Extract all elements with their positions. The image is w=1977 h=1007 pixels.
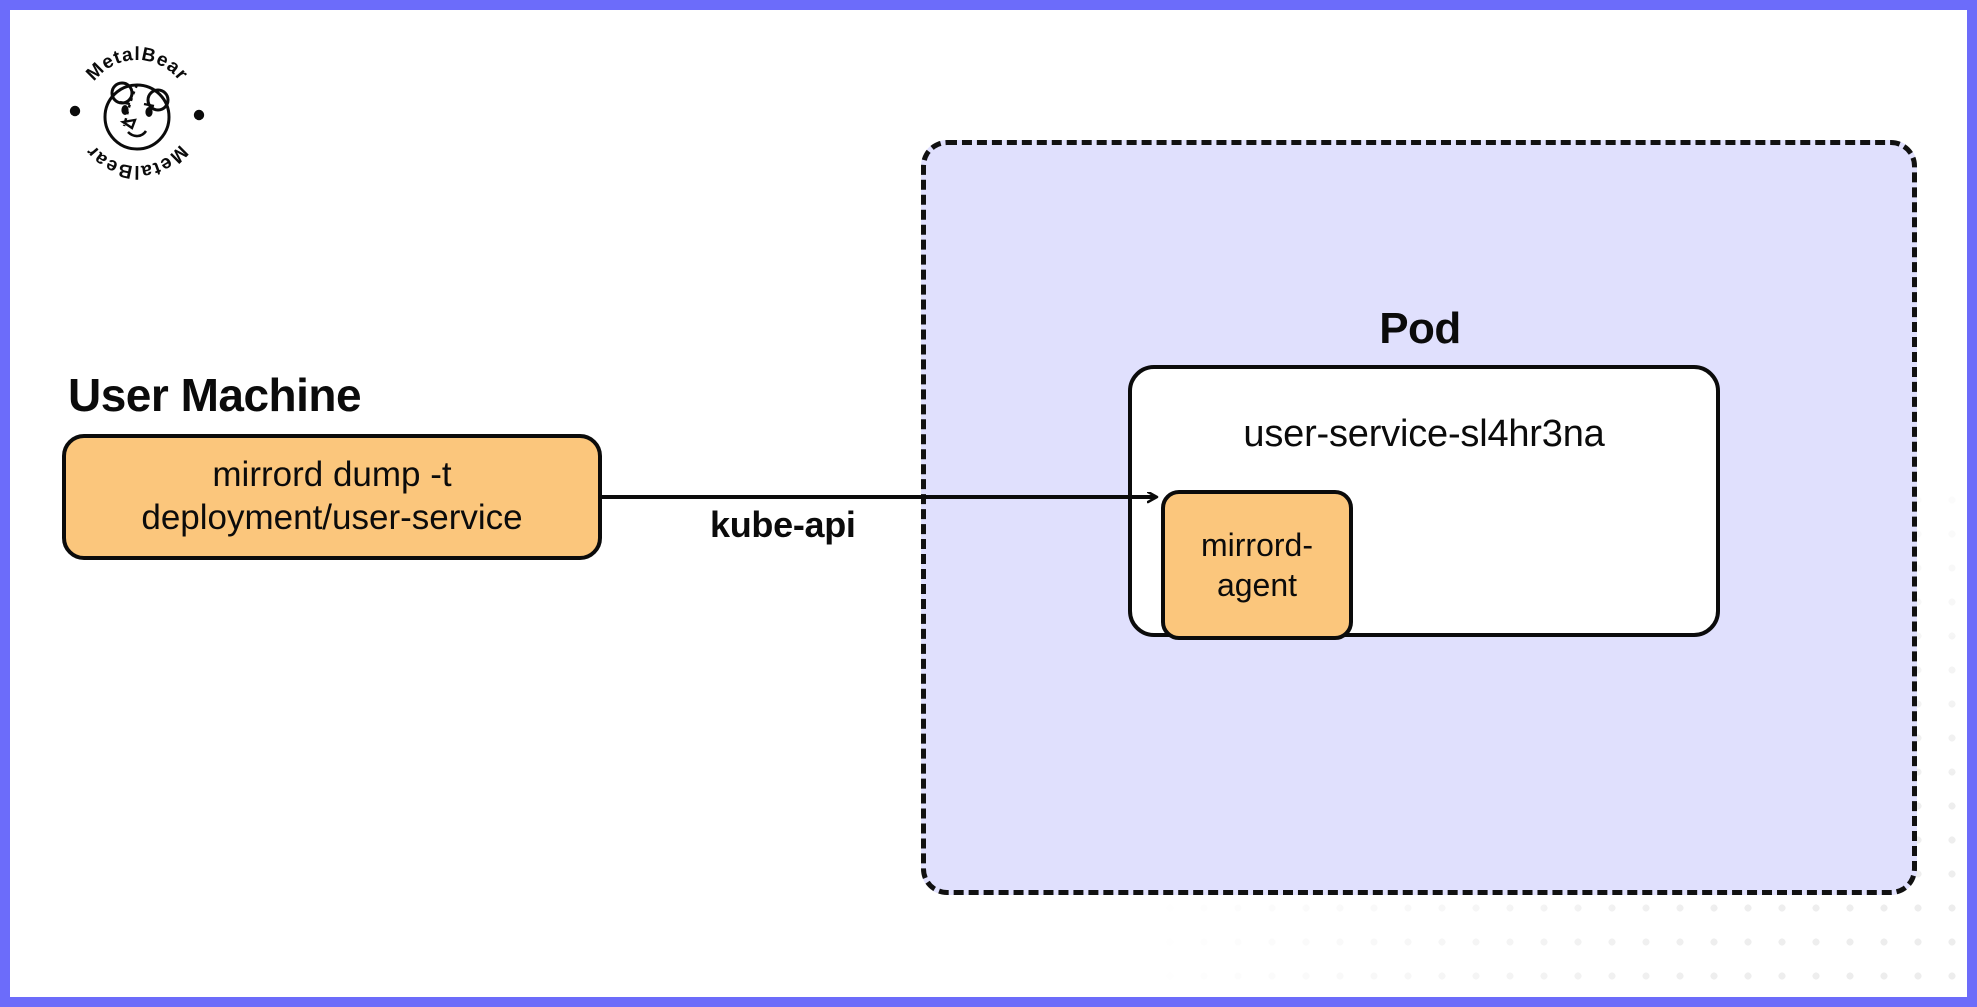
mirrord-agent-label: mirrord- agent [1201,527,1313,603]
svg-text:MetalBear: MetalBear [82,141,192,182]
kube-api-connector [600,460,1170,550]
kube-api-label: kube-api [710,504,856,545]
metalbear-logo: MetalBear MetalBear [62,38,212,188]
mirrord-agent-box[interactable]: mirrord- agent [1161,490,1353,640]
pod-name-label: user-service-sl4hr3na [1243,413,1605,455]
mirrord-command-box[interactable]: mirrord dump -t deployment/user-service [62,434,602,560]
svg-text:MetalBear: MetalBear [82,44,192,85]
mirrord-command-text: mirrord dump -t deployment/user-service [141,455,523,537]
pod-title: Pod [1379,304,1461,353]
user-machine-title: User Machine [68,369,362,421]
